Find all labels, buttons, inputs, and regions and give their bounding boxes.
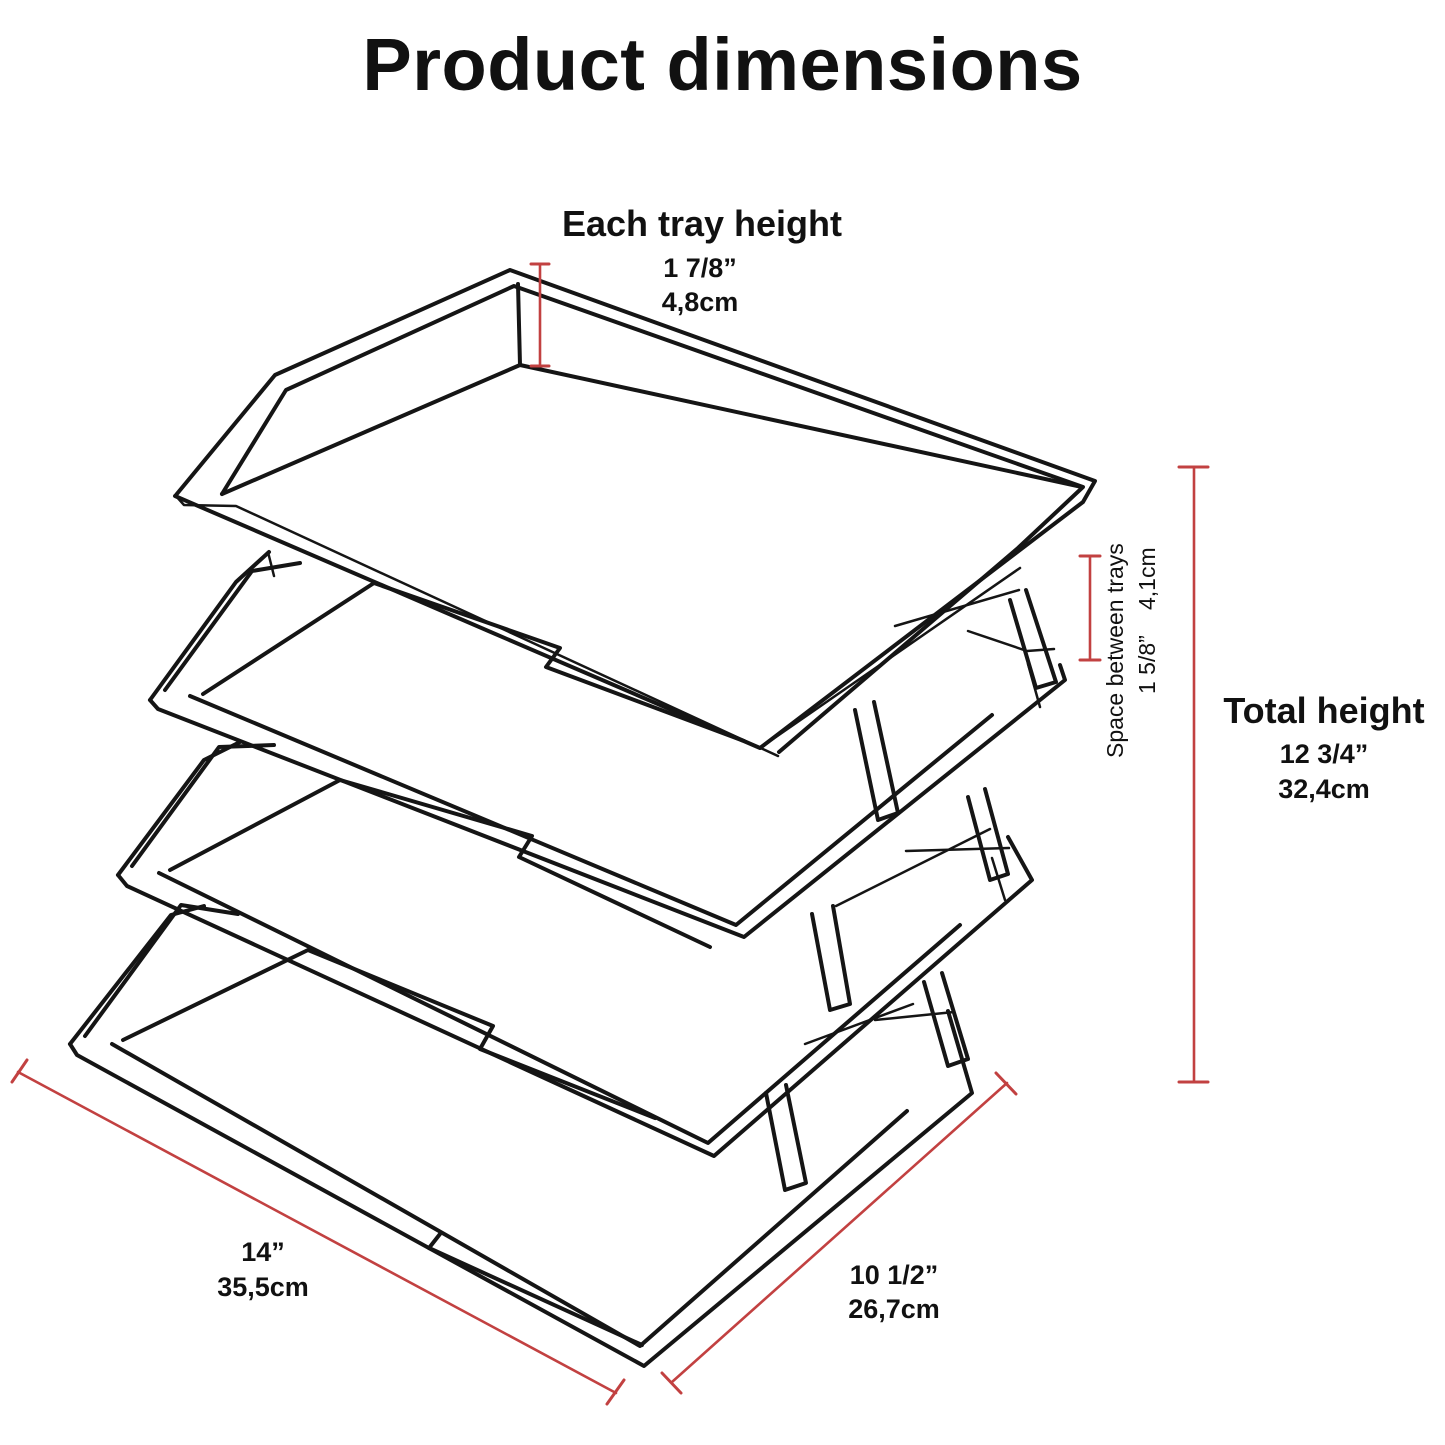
space-between-trays-dimension bbox=[1078, 554, 1102, 662]
width-cm: 35,5cm bbox=[217, 1272, 309, 1302]
tray-2-outline bbox=[148, 550, 1067, 939]
width-inches: 14” bbox=[241, 1237, 285, 1267]
depth-inches: 10 1/2” bbox=[849, 1260, 939, 1290]
tray-3-outline bbox=[116, 740, 1034, 1158]
page-title: Product dimensions bbox=[362, 23, 1083, 106]
tray-height-heading: Each tray height bbox=[561, 203, 843, 244]
total-height-inches: 12 3/4” bbox=[1279, 739, 1369, 769]
total-height-dimension bbox=[1177, 465, 1210, 1084]
space-between-trays-label-group: Space between trays 1 5/8” 4,1cm bbox=[1102, 480, 1164, 760]
space-between-trays-heading: Space between trays bbox=[1102, 543, 1128, 758]
space-between-trays-inches: 1 5/8” bbox=[1134, 635, 1160, 694]
depth-dimension bbox=[660, 1071, 1018, 1395]
space-between-trays-cm: 4,1cm bbox=[1134, 547, 1160, 610]
width-dimension bbox=[10, 1058, 626, 1406]
tray-height-cm: 4,8cm bbox=[661, 287, 739, 317]
tray-height-inches: 1 7/8” bbox=[663, 253, 737, 283]
total-height-cm: 32,4cm bbox=[1278, 774, 1370, 804]
support-straps bbox=[764, 588, 1058, 1192]
total-height-heading: Total height bbox=[1223, 690, 1425, 731]
depth-cm: 26,7cm bbox=[848, 1294, 940, 1324]
tray-height-dimension bbox=[529, 262, 551, 368]
tray-1-outline bbox=[173, 268, 1097, 758]
